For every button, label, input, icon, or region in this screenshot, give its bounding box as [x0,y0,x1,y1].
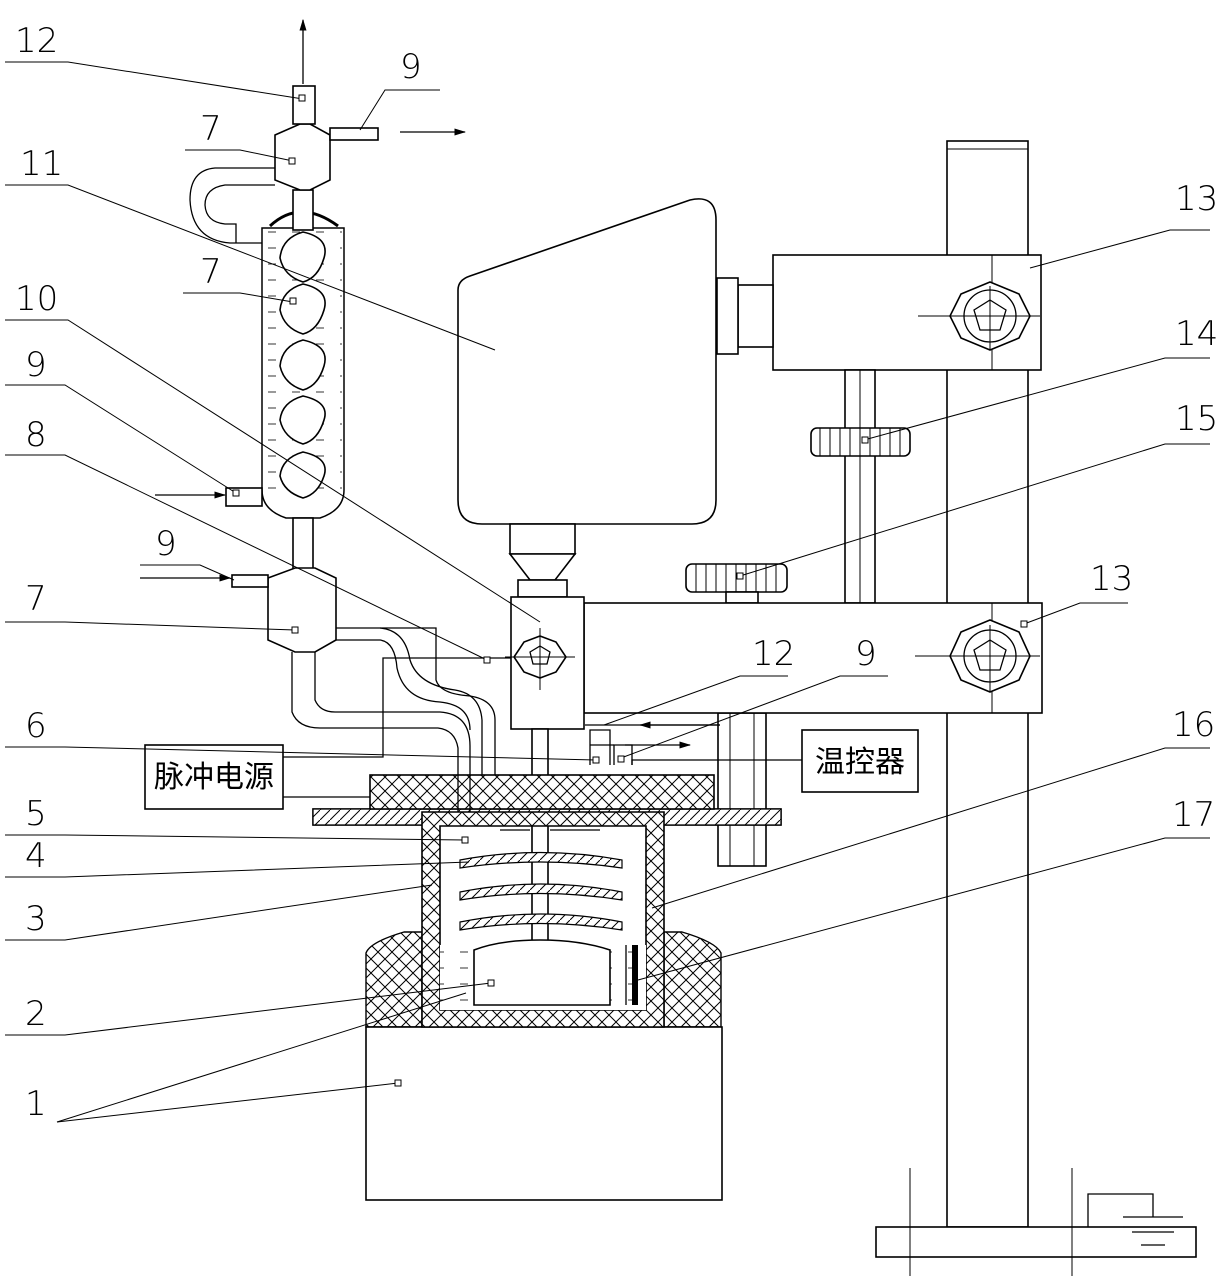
label-15: 15 [1175,399,1218,439]
label-4: 4 [25,836,47,876]
lid-ports [585,721,802,765]
label-12-right: 12 [752,634,795,674]
upper-clamp [716,254,1042,371]
label-5: 5 [25,794,47,834]
label-12-top: 12 [15,21,58,61]
stirrer-coupling [505,596,585,730]
support-rods [717,369,876,867]
label-7-low: 7 [25,579,47,619]
part-numbers: 12 9 7 11 7 10 9 8 9 7 6 5 4 3 2 1 13 14… [15,21,1218,1124]
pulse-power-box: 脉冲电源 [144,744,284,810]
label-13-top: 13 [1175,179,1218,219]
label-9-low: 9 [155,524,177,564]
knob-14 [810,427,911,457]
leader-markers [232,94,1028,1087]
stirrer-blades [459,829,623,931]
pulse-power-label: 脉冲电源 [154,760,274,795]
joint-top [274,18,467,191]
lower-clamp-arm [583,602,1043,714]
motor [457,198,717,598]
label-9-mid: 9 [25,345,47,385]
label-17: 17 [1172,795,1215,835]
joint-low [140,491,496,812]
knob-15 [685,563,788,604]
label-10: 10 [15,279,58,319]
label-3: 3 [25,899,47,939]
clamp-knob-lower [915,619,1040,693]
label-11: 11 [20,144,63,184]
heating-base [365,1026,723,1201]
temp-controller-box: 温控器 [801,729,919,793]
label-2: 2 [25,994,47,1034]
label-6: 6 [25,706,47,746]
label-7-mid: 7 [200,252,222,292]
label-9-right: 9 [855,634,877,674]
label-7-top: 7 [200,109,222,149]
label-1: 1 [25,1084,47,1124]
condenser [189,167,345,571]
electrode [632,945,638,1005]
label-14: 14 [1175,314,1218,354]
label-8: 8 [25,415,47,455]
label-16: 16 [1172,705,1215,745]
label-9-top: 9 [400,47,422,87]
leader-lines [5,61,1210,1123]
pulse-power-wires [283,657,511,798]
stand-base [875,1226,1197,1258]
reaction-vessel [421,811,665,1028]
outer-jacket [365,931,722,1028]
temp-controller-label: 温控器 [815,745,905,780]
clamp-knob-upper [918,281,1040,351]
label-13-low: 13 [1090,559,1133,599]
ground-icon [1087,1193,1183,1246]
